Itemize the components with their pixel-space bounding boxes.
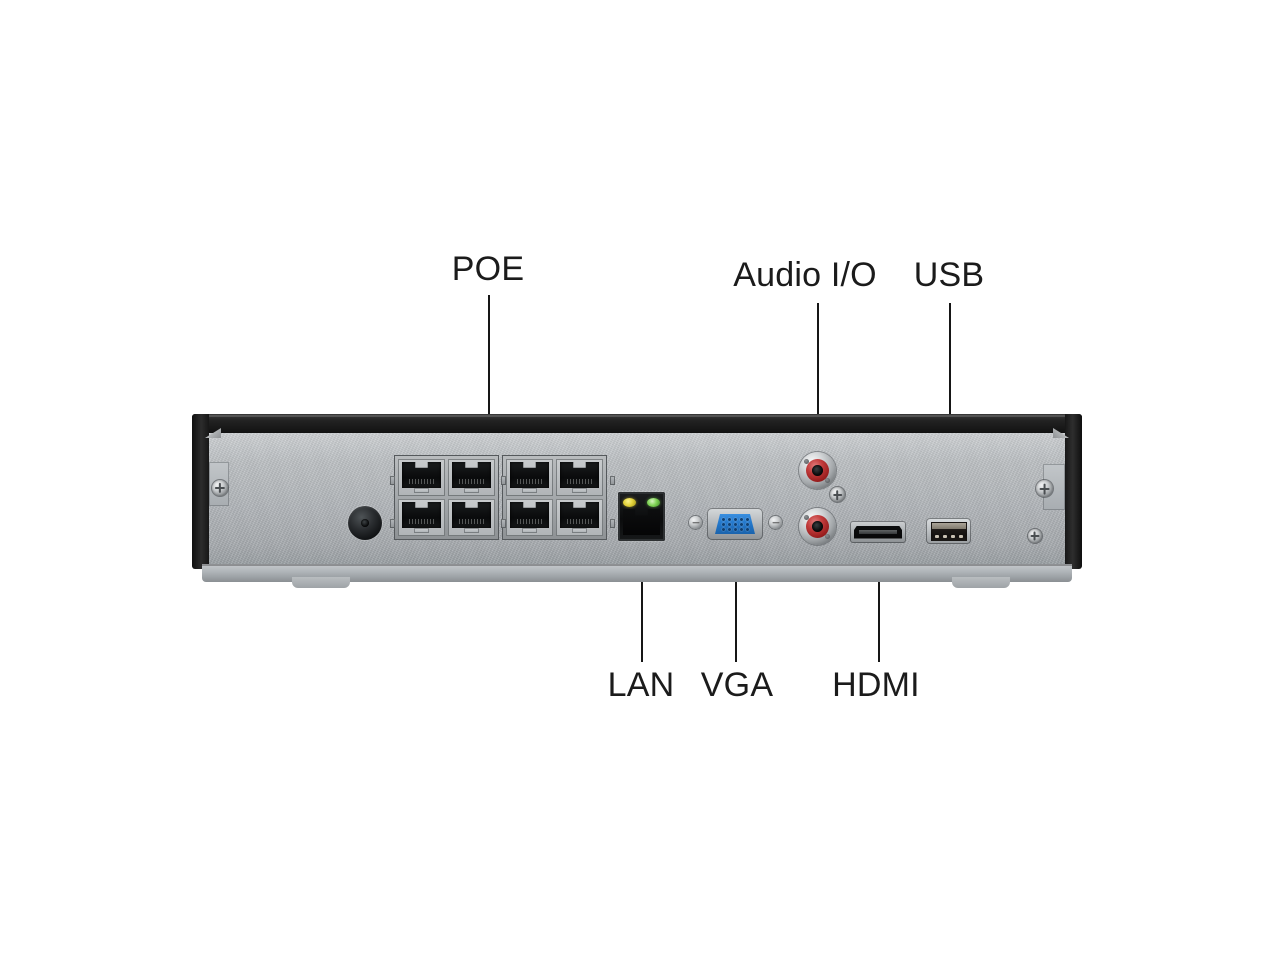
right-screw-tab [1043, 464, 1065, 510]
poe-block-tab [610, 476, 615, 485]
vga-dsub-connector [715, 514, 755, 534]
vga-pin-row [715, 523, 755, 526]
poe-port-bank [394, 455, 607, 540]
rca-ring [806, 515, 829, 538]
lan-led-green [647, 498, 660, 507]
chassis-bottom-lip [202, 564, 1072, 582]
poe-block-left [394, 455, 499, 540]
poe-port [506, 499, 553, 536]
leader-line-hdmi [878, 545, 880, 662]
usb-pin [950, 534, 955, 538]
poe-block-tab [610, 519, 615, 528]
dc-power-jack [348, 506, 382, 540]
chassis-right-bezel [1065, 414, 1082, 569]
vga-pin-row [715, 528, 755, 531]
callout-label-hdmi: HDMI [832, 666, 920, 704]
usb-pin [958, 534, 963, 538]
leader-line-poe [488, 295, 490, 470]
usb-port [926, 518, 971, 544]
chassis-left-bezel [192, 414, 209, 569]
callout-label-vga: VGA [700, 666, 774, 704]
vga-screw-post-left [689, 516, 702, 529]
vga-screw-post-right [769, 516, 782, 529]
poe-port [398, 459, 445, 496]
poe-port [506, 459, 553, 496]
poe-block-tab [390, 476, 395, 485]
poe-port [556, 459, 603, 496]
usb-pin [934, 534, 939, 538]
poe-port [448, 499, 495, 536]
poe-block-tab [390, 519, 395, 528]
lan-port-cavity [623, 509, 660, 535]
audio-rca-jack-top [799, 452, 836, 489]
callout-label-poe: POE [451, 250, 525, 288]
hdmi-port [850, 521, 906, 543]
poe-port [398, 499, 445, 536]
poe-port [448, 459, 495, 496]
rca-center-hole [812, 521, 823, 532]
chassis-screw-audio [830, 487, 845, 502]
poe-block-right [502, 455, 607, 540]
poe-port [556, 499, 603, 536]
lan-rj45-port [618, 492, 665, 541]
chassis-screw-left-upper [212, 480, 228, 496]
chassis-foot [292, 577, 350, 588]
callout-label-lan: LAN [607, 666, 675, 704]
leader-line-usb [949, 303, 951, 518]
poe-block-tab [501, 476, 506, 485]
leader-line-lan [641, 545, 643, 662]
rca-center-hole [812, 465, 823, 476]
nvr-chassis [192, 414, 1082, 588]
usb-port-cavity [930, 521, 967, 541]
vga-port [707, 508, 763, 540]
poe-block-tab [501, 519, 506, 528]
chassis-top-bezel [192, 414, 1082, 433]
leader-line-audio-io [817, 303, 819, 452]
callout-label-audio-io: Audio I/O [733, 256, 877, 294]
usb-pin [942, 534, 947, 538]
chassis-left-chamfer [205, 428, 221, 438]
chassis-right-chamfer [1053, 428, 1069, 438]
leader-line-vga [735, 552, 737, 662]
hdmi-port-cavity [854, 526, 902, 539]
lan-led-yellow [623, 498, 636, 507]
chassis-foot [952, 577, 1010, 588]
callout-label-usb: USB [913, 256, 985, 294]
rca-ring [806, 459, 829, 482]
vga-pin-row [715, 518, 755, 521]
chassis-screw-right-lower [1028, 529, 1042, 543]
chassis-screw-right-upper [1036, 480, 1053, 497]
audio-rca-jack-bottom [799, 508, 836, 545]
